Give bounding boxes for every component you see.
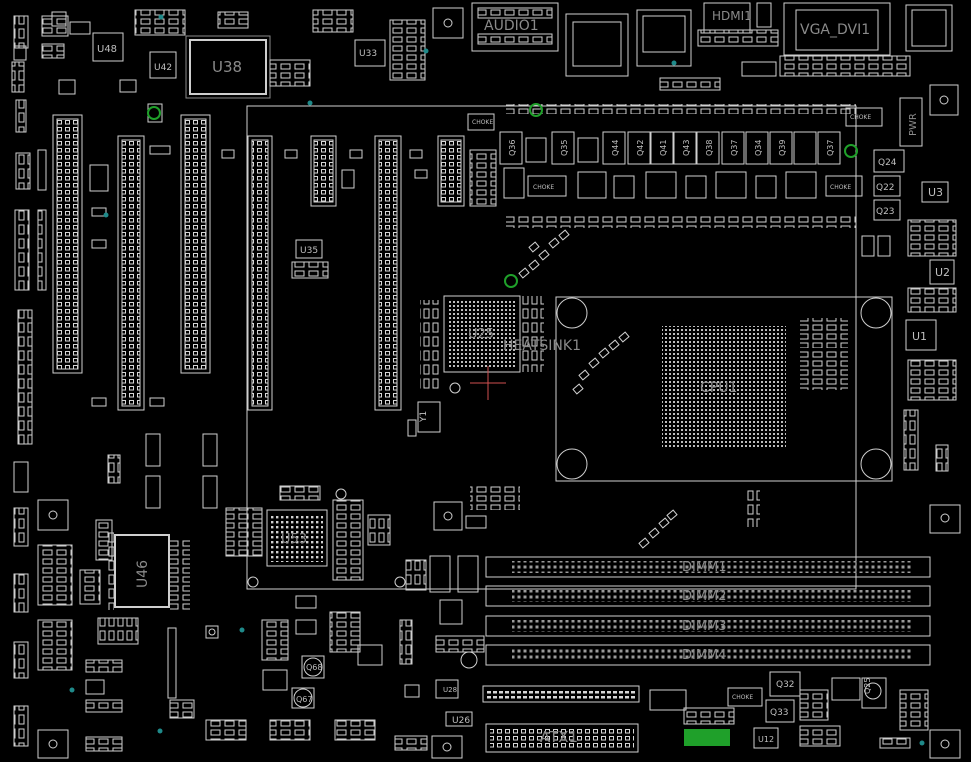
q39-label: Q39 <box>778 140 787 156</box>
u3-label: U3 <box>928 186 943 199</box>
choke-label-2: CHOKE <box>830 184 851 191</box>
u1-label: U1 <box>912 330 927 343</box>
q37-label: Q37 <box>730 140 739 156</box>
cpu-pin-array <box>662 326 786 448</box>
header-top-left <box>13 15 29 49</box>
q44-label: Q44 <box>611 140 620 156</box>
slot-f <box>310 135 337 207</box>
vga-dvi1-label: VGA_DVI1 <box>800 22 870 38</box>
u48-chip <box>92 32 124 62</box>
u38-chip <box>189 39 267 95</box>
hdmi1-label: HDMI1 <box>712 9 752 23</box>
mount-hole-2 <box>844 144 858 158</box>
dimm3-slot <box>485 615 931 637</box>
u35-chip <box>295 239 323 259</box>
pwr-label: PWR <box>908 113 919 136</box>
dimm1-label: DIMM1 <box>682 560 727 575</box>
q43-label: Q43 <box>682 140 691 156</box>
dimm4-slot <box>485 644 931 666</box>
q23-label: Q23 <box>876 207 895 217</box>
q36-label: Q36 <box>508 140 517 156</box>
choke-label-3: CHOKE <box>472 119 493 126</box>
choke-label-4: CHOKE <box>850 114 871 121</box>
u46-chip <box>114 534 170 608</box>
u38-label: U38 <box>212 58 242 76</box>
u53-chip <box>271 514 323 562</box>
choke-label-1: CHOKE <box>533 184 554 191</box>
q41-label: Q41 <box>659 140 668 156</box>
ide-header <box>482 685 640 703</box>
dimm1-slot <box>485 556 931 578</box>
u2-label: U2 <box>935 266 950 279</box>
q34-label: Q34 <box>754 140 763 156</box>
mount-hole-1 <box>529 103 543 117</box>
slot-c <box>180 114 211 374</box>
q32-label: Q32 <box>776 680 795 690</box>
dimm2-slot <box>485 585 931 607</box>
choke-label-5: CHOKE <box>732 694 753 701</box>
green-marker <box>684 729 730 746</box>
u46-label: U46 <box>135 560 151 588</box>
q38-label: Q38 <box>705 140 714 156</box>
u33-chip <box>354 39 386 67</box>
cpu-socket <box>555 296 893 482</box>
q68-label: Q68 <box>306 663 322 672</box>
dimm2-label: DIMM2 <box>682 589 727 604</box>
q22-label: Q22 <box>876 183 895 193</box>
dimm3-label: DIMM3 <box>682 619 727 634</box>
slot-b <box>117 135 145 411</box>
atx-connector <box>485 723 639 753</box>
u26-label: U26 <box>452 716 470 726</box>
q37b-label: Q37 <box>826 140 835 156</box>
slot-d <box>247 135 273 411</box>
q33-label: Q33 <box>770 708 789 718</box>
u48-label: U48 <box>97 44 117 55</box>
q42-label: Q42 <box>636 140 645 156</box>
u28-label: U28 <box>443 686 457 694</box>
q24-label: Q24 <box>878 158 897 168</box>
u53-label: U53 <box>281 532 307 547</box>
u25-label: U25 <box>468 327 494 342</box>
u33-label: U33 <box>359 49 377 59</box>
mount-hole-3 <box>504 274 518 288</box>
u12-label: U12 <box>758 735 774 744</box>
y1-label: Y1 <box>419 411 429 423</box>
atx1-label: ATX1 <box>540 728 578 746</box>
dimm4-label: DIMM4 <box>682 648 727 663</box>
slot-a <box>52 114 83 374</box>
heatsink1-label: HEATSINK1 <box>503 338 581 354</box>
q25-label: Q25 <box>863 678 872 694</box>
q67-label: Q67 <box>296 695 312 704</box>
u35-label: U35 <box>300 246 318 256</box>
audio-connector <box>471 2 559 52</box>
audio1-label: AUDIO1 <box>484 18 539 34</box>
q35-label: Q35 <box>560 140 569 156</box>
slot-e <box>374 135 402 411</box>
cpu1-label: CPU1 <box>700 380 737 396</box>
vga-dvi-connector <box>783 2 891 56</box>
u25-chip <box>448 300 516 368</box>
u42-label: U42 <box>154 63 172 73</box>
